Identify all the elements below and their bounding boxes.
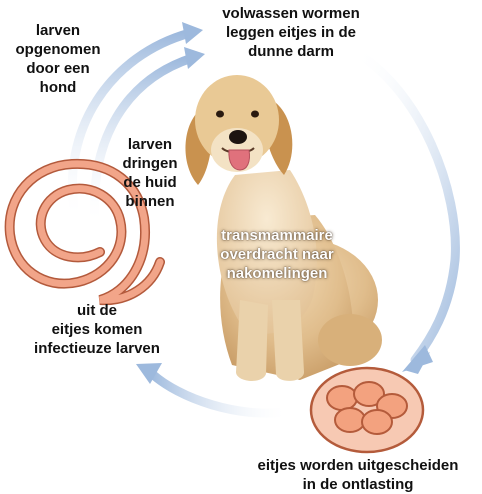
arrow-to-larvae — [145, 367, 290, 418]
label-larvae-swallowed: larven opgenomen door een hond — [15, 22, 101, 96]
label-eggs-hatch: uit de eitjes komen infectieuze larven — [34, 302, 160, 357]
label-larvae-skin: larven dringen de huid binnen — [122, 136, 178, 210]
arrow-skin-route-head — [184, 47, 205, 69]
arrow-to-larvae-head — [136, 363, 162, 384]
egg-dish-icon — [309, 366, 425, 454]
golden-retriever-dog — [185, 75, 382, 381]
larva-spiral-icon — [4, 158, 165, 306]
label-transmammary: transmammaire overdracht naar nakomeling… — [220, 227, 334, 282]
label-eggs-excreted: eitjes worden uitgescheiden in de ontlas… — [257, 457, 459, 493]
arrow-oral-route — [67, 28, 195, 220]
arrow-to-eggs — [350, 47, 460, 365]
arrow-oral-route-head — [182, 22, 203, 44]
label-adult-worms: volwassen wormen leggen eitjes in de dun… — [222, 5, 360, 60]
